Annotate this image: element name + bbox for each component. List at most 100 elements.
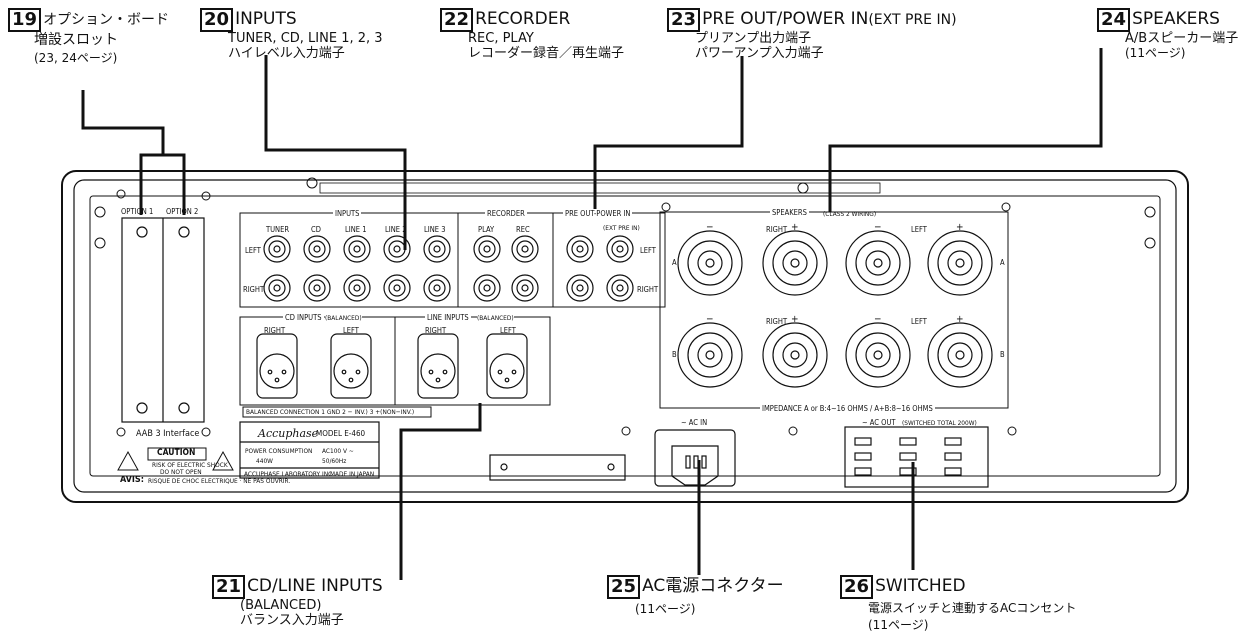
rec-label: REC (516, 225, 530, 234)
cd-label: CD (311, 225, 321, 234)
hz-label: 50/60Hz (322, 457, 346, 465)
option1-label: OPTION 1 (121, 207, 153, 216)
callout-23-line3: パワーアンプ入力端子 (695, 47, 957, 62)
callout-22-title: RECORDER (475, 9, 570, 29)
minus-a1: − (706, 222, 714, 233)
line3-label: LINE 3 (424, 225, 446, 234)
speaker-a-right: A (1000, 258, 1005, 267)
caution-label: CAUTION (157, 448, 195, 458)
caution-sub2: DO NOT OPEN (160, 468, 202, 476)
ac-voltage: AC100 V ~ (322, 447, 354, 455)
option2-label: OPTION 2 (166, 207, 198, 216)
callout-20-line3: ハイレベル入力端子 (228, 47, 383, 62)
speakers-header: SPEAKERS (770, 208, 809, 217)
callout-23-number: 23 (667, 8, 700, 32)
left-label: LEFT (245, 246, 261, 255)
line-bal-right: RIGHT (425, 326, 446, 335)
callout-20-number: 20 (200, 8, 233, 32)
preout-header: PRE OUT-POWER IN (563, 209, 632, 218)
pre-right-label: RIGHT (637, 285, 658, 294)
speaker-b-right: B (1000, 350, 1005, 359)
callout-24-number: 24 (1097, 8, 1130, 32)
play-label: PLAY (478, 225, 494, 234)
recorder-header: RECORDER (485, 209, 527, 218)
cd-balanced-sub: (BALANCED) (325, 314, 362, 322)
callout-19-line2: 増設スロット (34, 32, 169, 48)
callout-24-line2: A/Bスピーカー端子 (1125, 32, 1238, 47)
option-slots (122, 218, 204, 422)
speakers-sub: (CLASS 2 WIRING) (823, 210, 876, 218)
aab-label: AAB 3 Interface (136, 429, 199, 439)
line-bal-left: LEFT (500, 326, 516, 335)
avis-label: AVIS: (120, 475, 144, 485)
line2-label: LINE 2 (385, 225, 407, 234)
line-balanced-header: LINE INPUTS (425, 313, 471, 322)
impedance-label: IMPEDANCE A or B:4~16 OHMS / A+B:8~16 OH… (760, 404, 935, 413)
model-label: MODEL E-460 (316, 429, 365, 438)
line1-label: LINE 1 (345, 225, 367, 234)
callout-20-line2: TUNER, CD, LINE 1, 2, 3 (228, 32, 383, 47)
cd-balanced-header: CD INPUTS (283, 313, 324, 322)
brand-logo: Accuphase (258, 427, 318, 440)
plus-b1: + (791, 314, 799, 325)
cd-bal-left: LEFT (343, 326, 359, 335)
line-balanced-sub: (BALANCED) (477, 314, 514, 322)
callout-23-line2: プリアンプ出力端子 (695, 32, 957, 47)
callout-25-line2: (11ページ) (635, 603, 784, 617)
callout-22-number: 22 (440, 8, 473, 32)
callout-23-title: PRE OUT/POWER IN (702, 9, 868, 29)
spk-a-left-label: LEFT (911, 225, 927, 234)
tuner-label: TUNER (266, 225, 289, 234)
ac-in-label: ~ AC IN (681, 418, 707, 427)
speaker-b-left: B (672, 350, 677, 359)
leader-lines (83, 48, 1101, 580)
spk-b-left-label: LEFT (911, 317, 927, 326)
callout-26-title: SWITCHED (875, 576, 966, 596)
right-label: RIGHT (243, 285, 264, 294)
plus-a1: + (791, 222, 799, 233)
ac-out-label: ~ AC OUT (862, 418, 896, 427)
callout-22-line3: レコーダー録音／再生端子 (468, 47, 624, 62)
plus-a2: + (956, 222, 964, 233)
xlr-jacks (257, 334, 527, 398)
plus-b2: + (956, 314, 964, 325)
callout-23-title-small: (EXT PRE IN) (868, 12, 956, 28)
inputs-header: INPUTS (333, 209, 361, 218)
chassis (62, 171, 1188, 502)
minus-b2: − (874, 314, 882, 325)
speaker-terminals (678, 231, 992, 387)
callout-26-line3: (11ページ) (868, 619, 1076, 633)
callout-22-line2: REC, PLAY (468, 32, 624, 47)
power-consumption: POWER CONSUMPTION (245, 447, 312, 455)
callout-19-number: 19 (8, 8, 41, 32)
maker-label: ACCUPHASE LABORATORY INC. (244, 470, 334, 478)
callout-24-line3: (11ページ) (1125, 47, 1238, 61)
callout-19-line3: (23, 24ページ) (34, 52, 169, 66)
callout-21-line2: (BALANCED) (240, 599, 383, 614)
minus-a2: − (874, 222, 882, 233)
callout-21-number: 21 (212, 575, 245, 599)
cd-bal-right: RIGHT (264, 326, 285, 335)
made-label: MADE IN JAPAN (330, 470, 374, 478)
callout-20-title: INPUTS (235, 9, 297, 29)
callout-21-line3: バランス入力端子 (240, 614, 383, 629)
callout-26-line2: 電源スイッチと連動するACコンセント (868, 602, 1076, 616)
spk-a-right-label: RIGHT (766, 225, 787, 234)
callout-22: 22RECORDER REC, PLAY レコーダー録音／再生端子 (440, 8, 624, 62)
balanced-connection: BALANCED CONNECTION 1 GND 2 − INV.) 3 +(… (246, 408, 414, 416)
minus-b1: − (706, 314, 714, 325)
pre-left-label: LEFT (640, 246, 656, 255)
callout-21-title: CD/LINE INPUTS (247, 576, 383, 596)
callout-19-title: オプション・ボード (43, 12, 169, 28)
rca-jacks (264, 236, 633, 301)
callout-26-number: 26 (840, 575, 873, 599)
speaker-a-left: A (672, 258, 677, 267)
callout-25-title: AC電源コネクター (642, 576, 784, 596)
